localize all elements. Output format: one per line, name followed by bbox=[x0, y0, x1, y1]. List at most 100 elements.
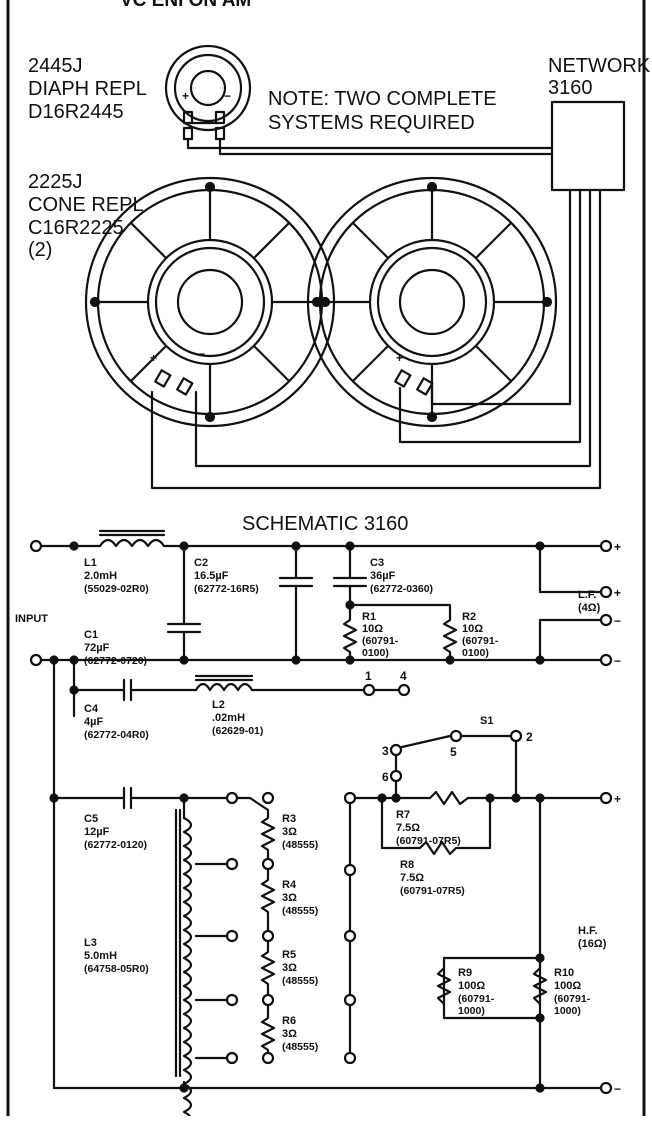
note-line-1: NOTE: TWO COMPLETE bbox=[268, 88, 497, 110]
woofer-right-minus: − bbox=[430, 357, 437, 371]
r9-value: 100Ω bbox=[458, 980, 485, 992]
r7-value: 7.5Ω bbox=[396, 822, 420, 834]
l2-value: .02mH bbox=[212, 712, 245, 724]
cone-label-1: 2225J bbox=[28, 171, 83, 193]
c2-value: 16.5µF bbox=[194, 570, 229, 582]
switch-pin-2: 2 bbox=[526, 730, 533, 744]
r3-name: R3 bbox=[282, 813, 296, 825]
r6-value: 3Ω bbox=[282, 1028, 297, 1040]
r10-part-2: 1000) bbox=[554, 1005, 581, 1017]
c1-name: C1 bbox=[84, 629, 98, 641]
woofer-left-minus: − bbox=[198, 347, 205, 361]
lf-impedance: (4Ω) bbox=[578, 602, 601, 614]
schematic-hf bbox=[49, 658, 613, 1121]
r1-part-1: (60791- bbox=[362, 635, 399, 647]
l3-name: L3 bbox=[84, 937, 97, 949]
woofer-left: + − bbox=[84, 176, 336, 428]
hf-impedance: (16Ω) bbox=[578, 938, 607, 950]
l1-value: 2.0mH bbox=[84, 570, 117, 582]
r1-value: 10Ω bbox=[362, 623, 383, 635]
lf-minus-terminal-2: − bbox=[614, 654, 621, 668]
r7-part: (60791-07R5) bbox=[396, 835, 461, 847]
c5-name: C5 bbox=[84, 813, 98, 825]
r5-value: 3Ω bbox=[282, 962, 297, 974]
diaphragm-label-3: D16R2445 bbox=[28, 101, 124, 123]
header-title-fragment: VC ENI ON AM bbox=[120, 0, 251, 11]
l3-value: 5.0mH bbox=[84, 950, 117, 962]
c4-part: (62772-04R0) bbox=[84, 729, 149, 741]
woofer-wires bbox=[150, 188, 602, 490]
lf-label: L.F. bbox=[578, 589, 596, 601]
r9-part-1: (60791- bbox=[458, 993, 495, 1005]
r4-part: (48555) bbox=[282, 905, 318, 917]
lf-minus-terminal: − bbox=[614, 614, 621, 628]
r2-name: R2 bbox=[462, 611, 476, 623]
c5-value: 12µF bbox=[84, 826, 110, 838]
r2-part-1: (60791- bbox=[462, 635, 499, 647]
r7-name: R7 bbox=[396, 809, 410, 821]
woofer-right: + − bbox=[306, 176, 558, 428]
l1-part: (55029-02R0) bbox=[84, 583, 149, 595]
r10-part-1: (60791- bbox=[554, 993, 591, 1005]
hf-minus-terminal: − bbox=[614, 1082, 621, 1096]
c4-name: C4 bbox=[84, 703, 99, 715]
switch-pin-1: 1 bbox=[365, 669, 372, 683]
r8-name: R8 bbox=[400, 859, 414, 871]
r1-part-2: 0100) bbox=[362, 647, 389, 659]
r5-name: R5 bbox=[282, 949, 296, 961]
diaphragm-plus: + bbox=[182, 89, 189, 103]
woofer-right-plus: + bbox=[396, 351, 403, 365]
r5-part: (48555) bbox=[282, 975, 318, 987]
cone-label-3: C16R2225 bbox=[28, 217, 124, 239]
cone-label-2: CONE REPL bbox=[28, 194, 144, 216]
schematic-lf bbox=[29, 529, 613, 667]
c3-name: C3 bbox=[370, 557, 384, 569]
r6-name: R6 bbox=[282, 1015, 296, 1027]
network-box bbox=[550, 100, 626, 192]
l3-part: (64758-05R0) bbox=[84, 963, 149, 975]
r1-name: R1 bbox=[362, 611, 376, 623]
switch-pin-6: 6 bbox=[382, 770, 389, 784]
r9-name: R9 bbox=[458, 967, 472, 979]
r8-part: (60791-07R5) bbox=[400, 885, 465, 897]
network-label-2: 3160 bbox=[548, 77, 593, 99]
switch-pin-4: 4 bbox=[400, 669, 407, 683]
l2-name: L2 bbox=[212, 699, 225, 711]
diaphragm-wires bbox=[186, 137, 554, 156]
hf-label: H.F. bbox=[578, 925, 598, 937]
diaphragm-minus: − bbox=[224, 89, 231, 103]
r4-name: R4 bbox=[282, 879, 297, 891]
r3-value: 3Ω bbox=[282, 826, 297, 838]
l2-part: (62629-01) bbox=[212, 725, 263, 737]
woofer-left-plus: + bbox=[150, 351, 157, 365]
c3-value: 36µF bbox=[370, 570, 396, 582]
note-line-2: SYSTEMS REQUIRED bbox=[268, 112, 475, 134]
r2-value: 10Ω bbox=[462, 623, 483, 635]
diaphragm-driver: + − bbox=[164, 44, 252, 141]
r4-value: 3Ω bbox=[282, 892, 297, 904]
c4-value: 4µF bbox=[84, 716, 103, 728]
schematic-title: SCHEMATIC 3160 bbox=[242, 513, 408, 535]
outer-frame bbox=[6, 0, 646, 1118]
network-label-1: NETWORK bbox=[548, 55, 651, 77]
hf-plus-terminal: + bbox=[614, 792, 621, 806]
switch-pin-3: 3 bbox=[382, 744, 389, 758]
cone-label-4: (2) bbox=[28, 239, 52, 261]
c2-part: (62772-16R5) bbox=[194, 583, 259, 595]
r2-part-2: 0100) bbox=[462, 647, 489, 659]
c2-name: C2 bbox=[194, 557, 208, 569]
diaphragm-label-1: 2445J bbox=[28, 55, 83, 77]
c3-part: (62772-0360) bbox=[370, 583, 433, 595]
l1-name: L1 bbox=[84, 557, 97, 569]
switch-label: S1 bbox=[480, 715, 493, 727]
lf-plus-terminal: + bbox=[614, 540, 621, 554]
c1-value: 72µF bbox=[84, 642, 110, 654]
r3-part: (48555) bbox=[282, 839, 318, 851]
c5-part: (62772-0120) bbox=[84, 839, 147, 851]
c1-part: (62772-0720) bbox=[84, 655, 147, 667]
input-label: INPUT bbox=[15, 613, 48, 625]
r6-part: (48555) bbox=[282, 1041, 318, 1053]
r8-value: 7.5Ω bbox=[400, 872, 424, 884]
